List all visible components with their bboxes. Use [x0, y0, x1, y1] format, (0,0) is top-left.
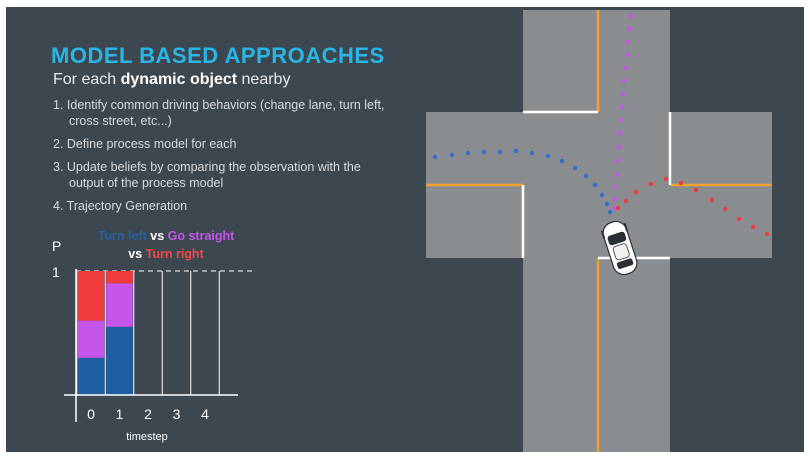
trajectory-dot	[623, 198, 629, 204]
trajectory-dot	[624, 52, 630, 58]
trajectory-dot	[583, 173, 589, 179]
probability-chart: P 1 0 1 2 3 4 timestep	[52, 238, 253, 443]
trajectory-dot	[449, 152, 455, 158]
turn-left-trajectory	[432, 148, 613, 215]
subtitle-suffix: nearby	[237, 71, 291, 88]
bar-segment	[106, 283, 133, 327]
trajectory-dot	[722, 206, 728, 212]
y-axis-label: P	[52, 238, 61, 254]
legend-vs: vs	[128, 247, 143, 261]
step-item: 4. Trajectory Generation	[53, 199, 188, 213]
trajectory-dot	[614, 172, 620, 178]
trajectory-dot	[625, 39, 631, 45]
trajectory-dot	[633, 189, 639, 195]
step-item: 2. Define process model for each	[53, 137, 237, 151]
trajectory-dot	[764, 231, 770, 237]
trajectory-dot	[513, 148, 519, 154]
x-axis-label: timestep	[126, 431, 168, 443]
trajectory-dot	[611, 205, 617, 211]
trajectory-dot	[604, 201, 610, 207]
go-straight-trajectory	[611, 13, 633, 211]
trajectory-dot	[621, 78, 627, 84]
trajectory-dot	[618, 117, 624, 123]
x-tick-label: 0	[87, 406, 95, 422]
trajectory-dot	[663, 176, 669, 182]
trajectory-dot	[709, 197, 715, 203]
trajectory-dot	[613, 184, 619, 190]
trajectory-dot	[622, 65, 628, 71]
bar-segment	[77, 320, 105, 358]
trajectory-dot	[617, 130, 623, 136]
trajectory-dot	[497, 149, 503, 155]
trajectory-dot	[559, 158, 565, 164]
y-tick-label: 1	[52, 264, 60, 280]
legend-vs: vs	[150, 229, 165, 243]
bar-segment	[106, 326, 133, 395]
slide-title: MODEL BASED APPROACHES	[51, 43, 385, 68]
slide: MODEL BASED APPROACHES For each dynamic …	[6, 7, 804, 452]
legend-go-straight: Go straight	[167, 229, 235, 243]
trajectory-dot	[607, 209, 613, 215]
trajectory-dot	[678, 180, 684, 186]
trajectory-dot	[693, 187, 699, 193]
trajectory-dot	[612, 196, 618, 202]
legend-line-2: vs Turn right	[66, 245, 266, 263]
trajectory-dot	[572, 165, 578, 171]
trajectory-dot	[615, 158, 621, 164]
trajectory-dot	[481, 149, 487, 155]
turn-right-trajectory	[615, 176, 770, 237]
trajectory-dot	[648, 181, 654, 187]
chart-legend: Turn left vs Go straight vs Turn right	[66, 227, 266, 263]
step-item: 3. Update beliefs by comparing the obser…	[53, 160, 361, 190]
trajectory-dot	[616, 144, 622, 150]
trajectory-dot	[626, 26, 632, 32]
trajectory-dot	[736, 216, 742, 222]
trajectory-dot	[750, 224, 756, 230]
trajectory-dot	[619, 104, 625, 110]
legend-turn-right: Turn right	[145, 247, 204, 261]
step-item: 1. Identify common driving behaviors (ch…	[53, 98, 385, 128]
trajectory-dot	[465, 150, 471, 156]
legend-line-1: Turn left vs Go straight	[66, 227, 266, 245]
trajectory-dot	[529, 150, 535, 156]
trajectory-dot	[592, 182, 598, 188]
trajectory-dot	[615, 205, 621, 211]
step-list: 1. Identify common driving behaviors (ch…	[53, 97, 393, 221]
trajectory-dot	[432, 154, 438, 160]
trajectory-dot	[620, 91, 626, 97]
bar-segment	[77, 357, 105, 395]
subtitle-bold: dynamic object	[120, 71, 238, 88]
bar-segment	[77, 271, 105, 321]
slide-subtitle: For each dynamic object nearby	[53, 71, 290, 89]
x-tick-label: 3	[173, 406, 181, 422]
x-tick-label: 1	[116, 406, 124, 422]
trajectory-dot	[599, 192, 605, 198]
trajectory-dot	[627, 13, 633, 19]
legend-turn-left: Turn left	[97, 229, 147, 243]
car-icon	[600, 220, 638, 276]
bar-segment	[106, 271, 133, 284]
x-tick-label: 4	[201, 406, 209, 422]
intersection-illustration	[426, 10, 772, 452]
x-tick-label: 2	[144, 406, 152, 422]
trajectory-dot	[545, 153, 551, 159]
subtitle-prefix: For each	[53, 71, 121, 88]
